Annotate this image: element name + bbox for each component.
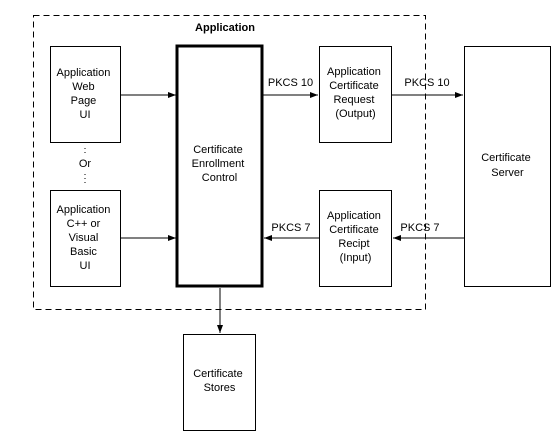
label-pkcs7-from-server: PKCS 7 xyxy=(400,222,439,234)
enrollment-control-label: Certificate Enrollment Control xyxy=(192,144,248,184)
request-box[interactable]: Application Certificate Request (Output) xyxy=(319,46,392,143)
receipt-label: Application Certificate Recipt (Input) xyxy=(327,210,384,264)
stores-box[interactable]: Certificate Stores xyxy=(183,334,256,431)
or-separator: Or xyxy=(79,148,92,186)
cpp-ui-box[interactable]: Application C++ or Visual Basic UI xyxy=(50,190,121,287)
label-pkcs10-to-server: PKCS 10 xyxy=(404,77,449,89)
server-box[interactable]: Certificate Server xyxy=(464,46,551,287)
application-title: Application xyxy=(195,22,255,34)
label-pkcs10-to-request: PKCS 10 xyxy=(268,77,313,89)
web-ui-box[interactable]: Application Web Page UI xyxy=(50,46,121,143)
label-pkcs7-to-control: PKCS 7 xyxy=(271,222,310,234)
stores-label: Certificate Stores xyxy=(193,368,246,394)
enrollment-control-box[interactable]: Certificate Enrollment Control xyxy=(175,44,264,288)
cpp-ui-label: Application C++ or Visual Basic UI xyxy=(57,204,114,272)
request-label: Application Certificate Request (Output) xyxy=(327,66,384,120)
receipt-box[interactable]: Application Certificate Recipt (Input) xyxy=(319,190,392,287)
web-ui-label: Application Web Page UI xyxy=(57,67,114,121)
server-label: Certificate Server xyxy=(481,152,534,179)
or-label: Or xyxy=(79,158,92,170)
application-boundary xyxy=(33,15,426,310)
